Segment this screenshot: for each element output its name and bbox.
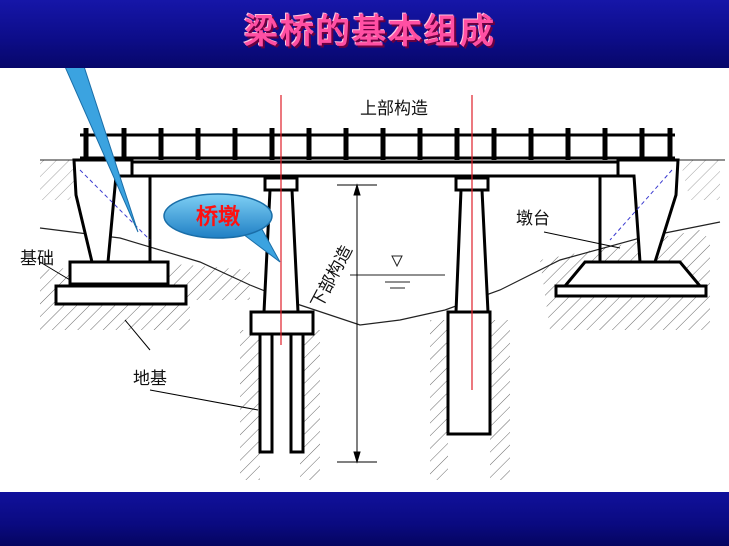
ground-hatching bbox=[40, 160, 720, 480]
substructure-dimension bbox=[337, 183, 377, 464]
ground-line bbox=[39, 221, 721, 326]
left-abutment bbox=[54, 158, 188, 306]
pier-callout-text: 桥墩 bbox=[196, 204, 241, 230]
right-abutment bbox=[554, 158, 708, 298]
railing bbox=[80, 128, 675, 160]
foundation-label: 基础 bbox=[20, 249, 54, 269]
deck-girder bbox=[130, 160, 620, 178]
pier-centerlines bbox=[280, 95, 473, 390]
subgrade-label: 地基 bbox=[133, 369, 167, 389]
pier-callout: 桥墩 bbox=[163, 193, 281, 263]
bridge-diagram: 桥台 桥墩 bbox=[39, 68, 725, 480]
footer-band bbox=[0, 492, 729, 546]
pier-cap-label: 墩台 bbox=[516, 209, 550, 229]
leader-lines bbox=[39, 231, 621, 411]
superstructure-label: 上部构造 bbox=[360, 99, 428, 119]
title-band bbox=[0, 0, 729, 68]
slide-title: 梁桥的基本组成 bbox=[244, 12, 496, 52]
water-level bbox=[350, 255, 445, 289]
abutment-callout: 桥台 bbox=[65, 68, 139, 233]
